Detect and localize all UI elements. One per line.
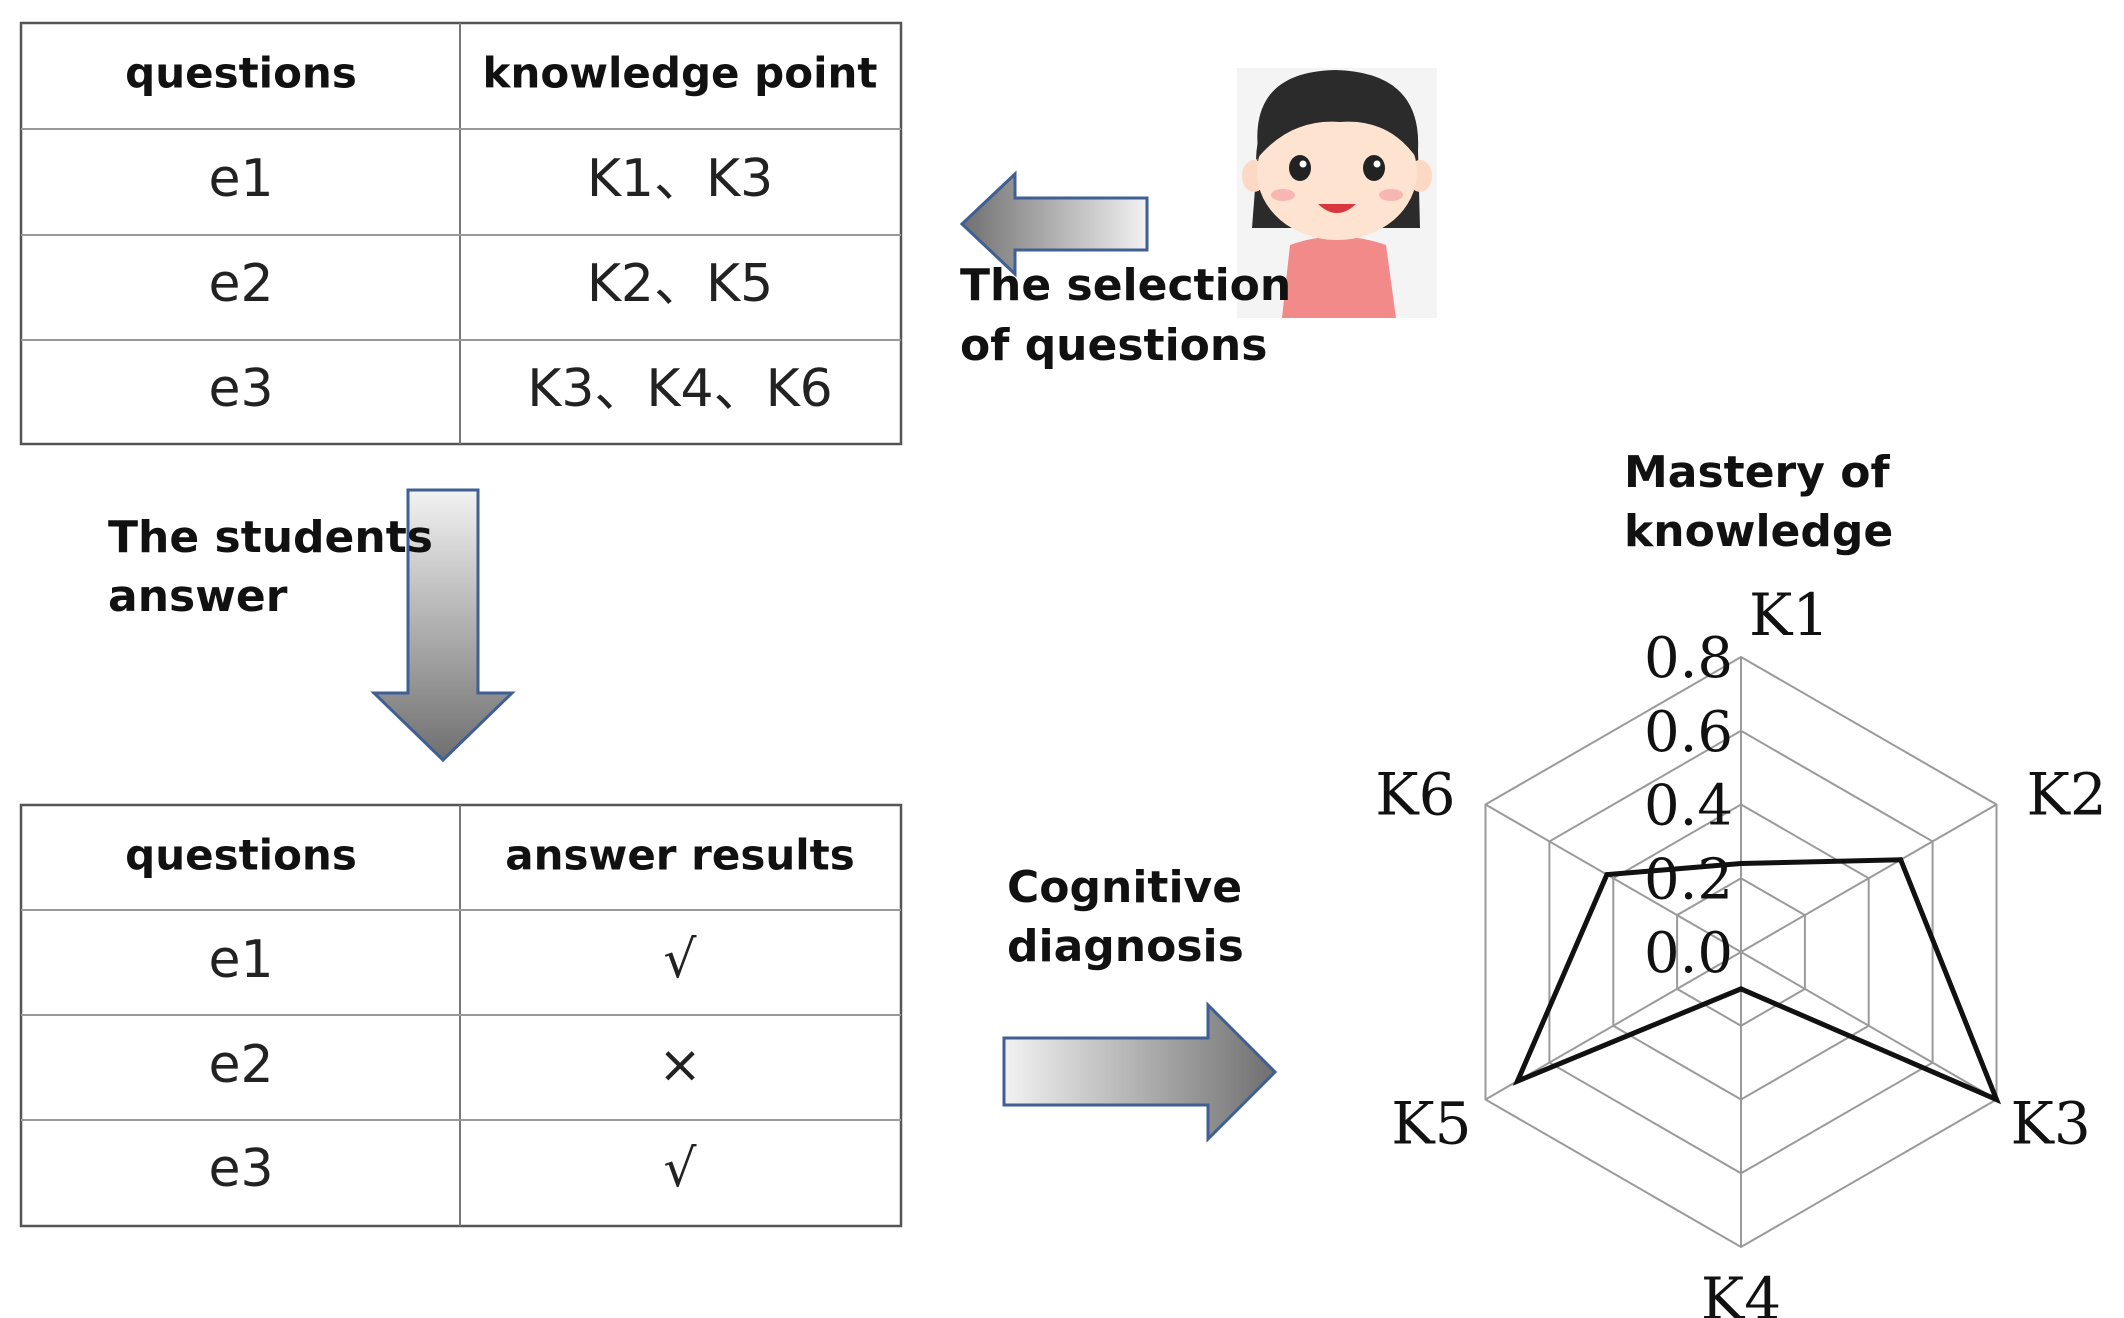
answer-table-cell: √ <box>663 930 697 990</box>
diagnosis-label-line1: Cognitive <box>1007 862 1242 913</box>
question-table-cell: e2 <box>208 254 273 314</box>
radar-tick-label: 0.0 <box>1644 921 1733 986</box>
students-label-line1: The students <box>108 512 433 563</box>
question-table-header-knowledge: knowledge point <box>483 49 878 98</box>
question-table-cell: e3 <box>208 359 273 419</box>
selection-label-line1: The selection <box>960 260 1291 311</box>
selection-label-line2: of questions <box>960 320 1267 371</box>
radar-data-point <box>1738 861 1744 866</box>
question-table: questions knowledge point e1 K1、K3 e2 K2… <box>19 21 903 446</box>
arrow-left-icon <box>959 170 1149 278</box>
question-table-cell: e1 <box>208 149 273 209</box>
mastery-label-line1: Mastery of <box>1624 447 1890 498</box>
radar-data-point <box>1515 1078 1520 1084</box>
diagnosis-label-line2: diagnosis <box>1007 921 1244 972</box>
arrow-right-icon <box>1002 1001 1278 1143</box>
question-table-cell: K2、K5 <box>587 254 773 314</box>
radar-category-label: K2 <box>2027 761 2107 829</box>
answer-table-header-results: answer results <box>505 831 854 880</box>
arrow-down-icon <box>370 488 516 763</box>
question-table-header-questions: questions <box>125 49 357 98</box>
radar-data-point <box>1604 872 1610 878</box>
students-label-line2: answer <box>108 571 288 622</box>
mastery-label-line2: knowledge <box>1624 506 1893 557</box>
radar-category-label: K1 <box>1749 581 1829 649</box>
radar-tick-label: 0.4 <box>1644 774 1733 839</box>
answer-table: questions answer results e1 √ e2 × e3 √ <box>19 803 903 1228</box>
answer-table-header-questions: questions <box>125 831 357 880</box>
radar-category-label: K4 <box>1701 1265 1781 1318</box>
radar-data-point <box>1738 986 1744 992</box>
answer-table-cell: e2 <box>208 1035 273 1095</box>
answer-table-cell: e3 <box>208 1139 273 1199</box>
radar-category-label: K3 <box>2011 1090 2091 1158</box>
answer-table-cell: e1 <box>208 930 273 990</box>
student-girl-icon <box>1237 68 1437 318</box>
question-table-cell: K3、K4、K6 <box>527 359 833 419</box>
radar-tick-label: 0.6 <box>1644 700 1733 765</box>
radar-data-point <box>1994 1097 1999 1102</box>
radar-tick-label: 0.8 <box>1644 626 1733 691</box>
radar-category-label: K6 <box>1375 761 1455 829</box>
question-table-cell: K1、K3 <box>587 149 773 209</box>
answer-table-cell: × <box>658 1035 702 1095</box>
radar-category-label: K5 <box>1391 1090 1471 1158</box>
radar-spoke <box>1740 803 1997 953</box>
radar-spoke <box>1485 803 1742 953</box>
answer-table-cell: √ <box>663 1139 697 1199</box>
radar-spoke <box>1740 951 1997 1101</box>
radar-data-point <box>1898 857 1904 863</box>
radar-series-line <box>1512 857 2002 1105</box>
radar-tick-label: 0.2 <box>1644 847 1733 912</box>
